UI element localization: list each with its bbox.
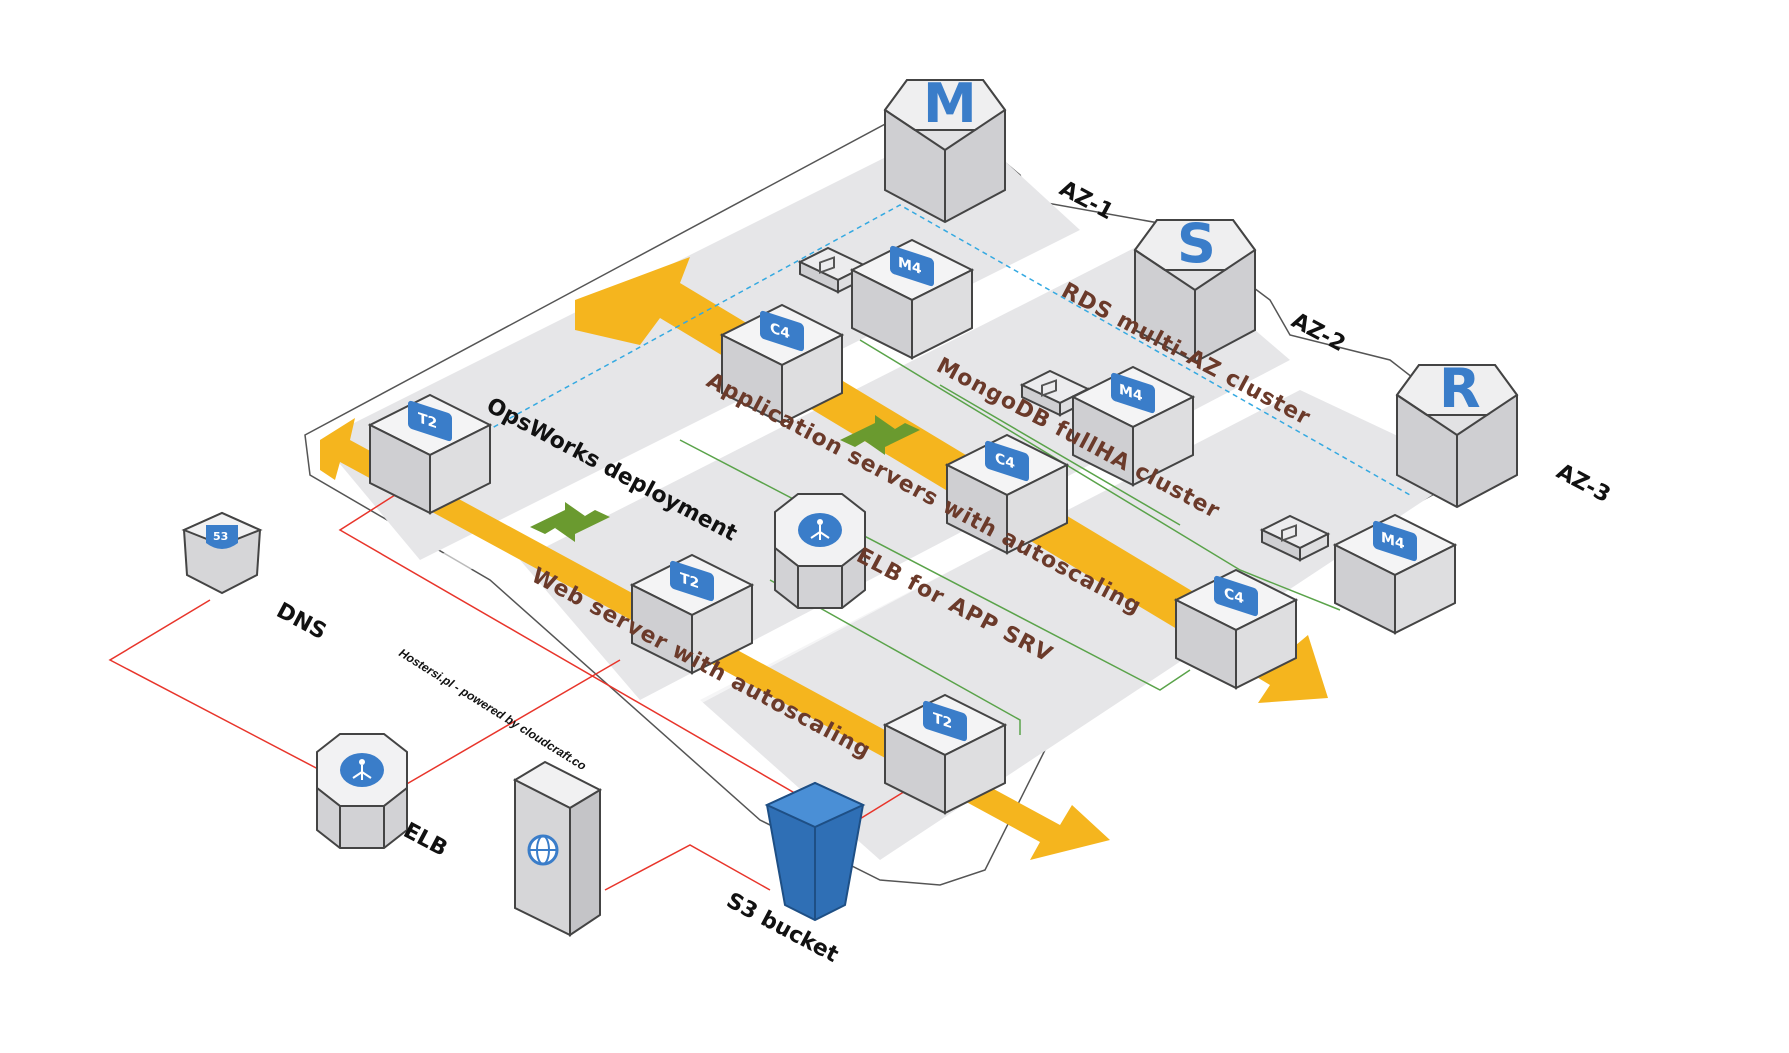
t2-chip-label: T2 (418, 410, 437, 432)
t2-chip: T2 (923, 700, 967, 742)
app-c4-az2[interactable]: C4 (946, 434, 1068, 554)
c4-chip-label: C4 (770, 320, 790, 342)
mongo-m4-az1[interactable]: M4 (851, 239, 973, 359)
rds-slave-letter: S (1177, 212, 1216, 275)
web-t2-az1[interactable]: T2 (369, 394, 491, 514)
elb-to-web-line (404, 659, 621, 786)
cdn-node[interactable] (512, 760, 603, 937)
dns-to-elb-line (108, 599, 321, 771)
t2-chip: T2 (408, 400, 452, 442)
opsworks-cycle-arrows-icon (530, 502, 610, 542)
rds-replica-letter: R (1439, 357, 1481, 420)
m4-chip-label: M4 (1119, 382, 1143, 405)
m4-chip-label: M4 (1381, 530, 1405, 553)
rds-dashed-line (469, 204, 1411, 496)
route53-node[interactable]: 53 (181, 511, 263, 595)
app-c4-az1[interactable]: C4 (721, 304, 843, 424)
t2-chip: T2 (670, 560, 714, 602)
t2-chip-label: T2 (933, 710, 952, 732)
rds-master-node[interactable]: M (884, 72, 1006, 223)
t2-chip-label: T2 (680, 570, 699, 592)
web-t2-az3[interactable]: T2 (884, 694, 1006, 814)
az2-label: AZ-2 (1287, 308, 1349, 357)
s3-bucket-icon[interactable] (764, 781, 866, 922)
c4-chip: C4 (760, 310, 804, 352)
app-elb-node[interactable] (774, 493, 866, 609)
opsworks-cycle-arrows-icon (840, 415, 920, 455)
web-t2-az2[interactable]: T2 (631, 554, 753, 674)
rds-replica-node[interactable]: R (1396, 357, 1518, 508)
m4-chip-label: M4 (898, 255, 922, 278)
route53-shield-icon: 53 (206, 525, 238, 549)
az3-label: AZ-3 (1552, 459, 1614, 508)
load-balancer-icon (340, 753, 384, 787)
mongo-m4-az2[interactable]: M4 (1072, 366, 1194, 486)
m4-chip: M4 (1111, 372, 1155, 414)
globe-server-icon (527, 834, 559, 866)
mongo-m4-az3[interactable]: M4 (1334, 514, 1456, 634)
app-c4-az3[interactable]: C4 (1175, 569, 1297, 689)
c4-chip: C4 (1214, 575, 1258, 617)
cdn-to-s3-line (604, 844, 771, 891)
c4-chip-label: C4 (995, 450, 1015, 472)
web-to-s3-line (338, 494, 916, 826)
rds-slave-node[interactable]: S (1134, 212, 1256, 363)
m4-chip: M4 (1373, 520, 1417, 562)
svg-text:53: 53 (213, 530, 228, 543)
m4-chip: M4 (890, 245, 934, 287)
dns-label: DNS (272, 598, 330, 645)
c4-chip-label: C4 (1224, 585, 1244, 607)
elb-label: ELB (399, 818, 451, 862)
rds-master-letter: M (923, 72, 977, 135)
credit-text: Hostersi.pl - powered by cloudcraft.co (396, 646, 588, 773)
elb-node[interactable] (316, 733, 408, 849)
c4-chip: C4 (985, 440, 1029, 482)
load-balancer-icon (798, 513, 842, 547)
